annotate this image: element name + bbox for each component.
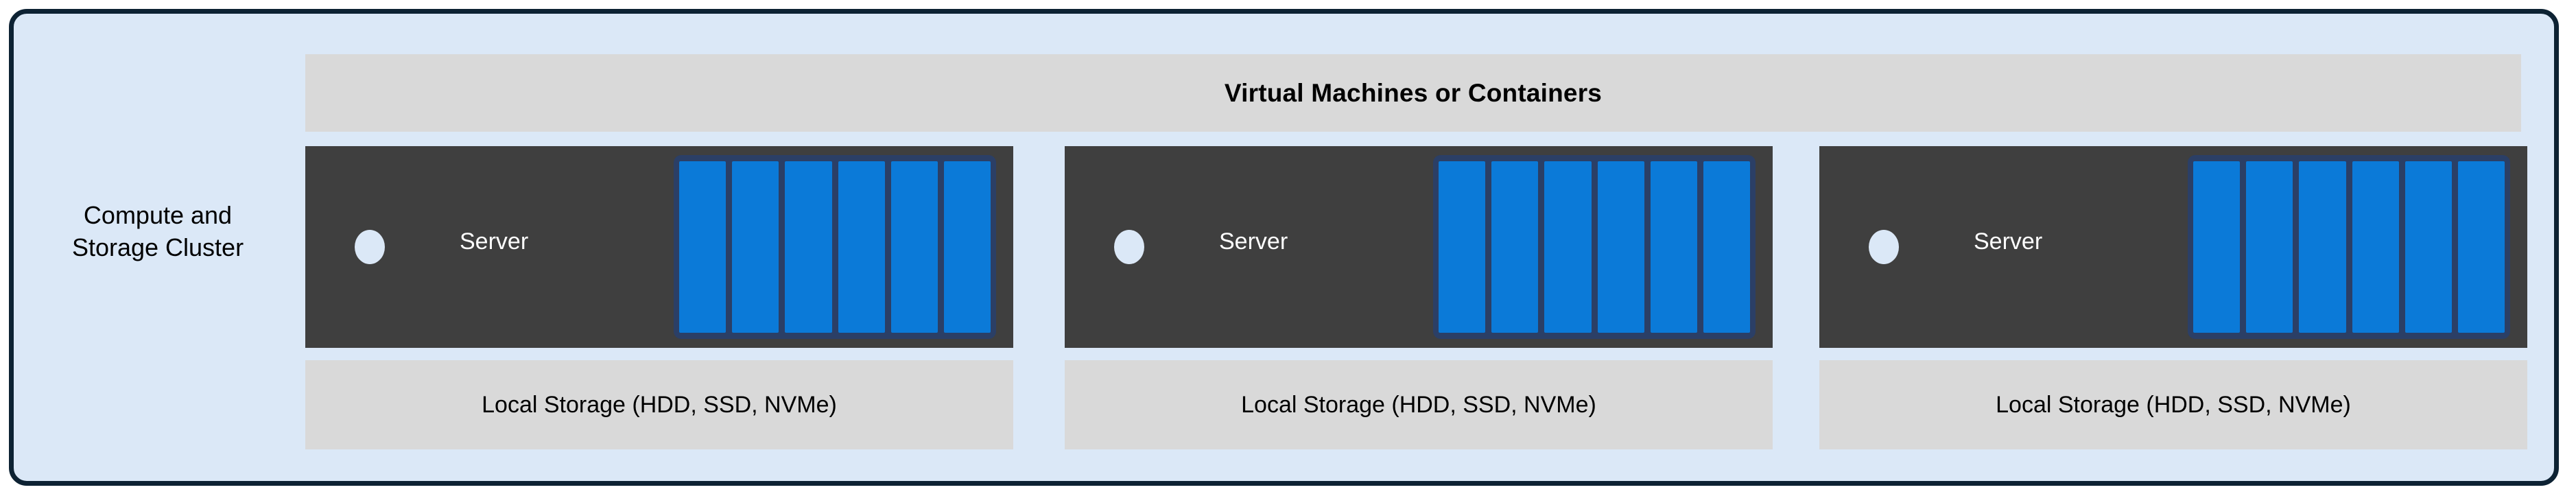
drive-bay xyxy=(1544,161,1592,333)
drive-bay xyxy=(1703,161,1751,333)
drive-bay xyxy=(2246,161,2293,333)
drive-bay-cage xyxy=(674,155,996,339)
cluster-title-label: Compute and Storage Cluster xyxy=(71,201,244,261)
drive-bay xyxy=(890,161,938,333)
drive-bay-cage xyxy=(1433,155,1756,339)
drive-bay xyxy=(2352,161,2399,333)
local-storage-strip: Local Storage (HDD, SSD, NVMe) xyxy=(305,360,1013,449)
drive-bay xyxy=(1650,161,1697,333)
cluster-node: Server xyxy=(305,146,1013,348)
drive-bay xyxy=(838,161,885,333)
drive-bay xyxy=(2457,161,2505,333)
drive-bay xyxy=(785,161,832,333)
server-chassis: Server xyxy=(1819,146,2527,348)
cluster-node: Server xyxy=(1819,146,2527,348)
drive-bay xyxy=(1491,161,1539,333)
power-led-icon xyxy=(1869,230,1899,264)
drive-bay xyxy=(1439,161,1486,333)
virtual-machines-banner: Virtual Machines or Containers xyxy=(305,54,2521,132)
local-storage-strip: Local Storage (HDD, SSD, NVMe) xyxy=(1065,360,1773,449)
drive-bay xyxy=(943,161,991,333)
drive-bay xyxy=(2299,161,2346,333)
server-chassis: Server xyxy=(1065,146,1773,348)
server-label: Server xyxy=(460,228,529,255)
local-storage-label: Local Storage (HDD, SSD, NVMe) xyxy=(482,391,837,418)
server-chassis: Server xyxy=(305,146,1013,348)
drive-bay-cage xyxy=(2188,155,2510,339)
drive-bay xyxy=(1597,161,1644,333)
local-storage-label: Local Storage (HDD, SSD, NVMe) xyxy=(1996,391,2351,418)
drive-bay xyxy=(2404,161,2452,333)
drive-bay xyxy=(2193,161,2241,333)
power-led-icon xyxy=(355,230,385,264)
virtual-machines-banner-label: Virtual Machines or Containers xyxy=(1224,78,1603,107)
compute-storage-cluster-frame: Compute and Storage Cluster Virtual Mach… xyxy=(9,9,2559,486)
server-label: Server xyxy=(1974,228,2043,255)
drive-bay xyxy=(732,161,779,333)
local-storage-label: Local Storage (HDD, SSD, NVMe) xyxy=(1241,391,1596,418)
drive-bay xyxy=(679,161,726,333)
cluster-node: Server xyxy=(1065,146,1773,348)
power-led-icon xyxy=(1114,230,1144,264)
server-label: Server xyxy=(1219,228,1288,255)
local-storage-strip: Local Storage (HDD, SSD, NVMe) xyxy=(1819,360,2527,449)
